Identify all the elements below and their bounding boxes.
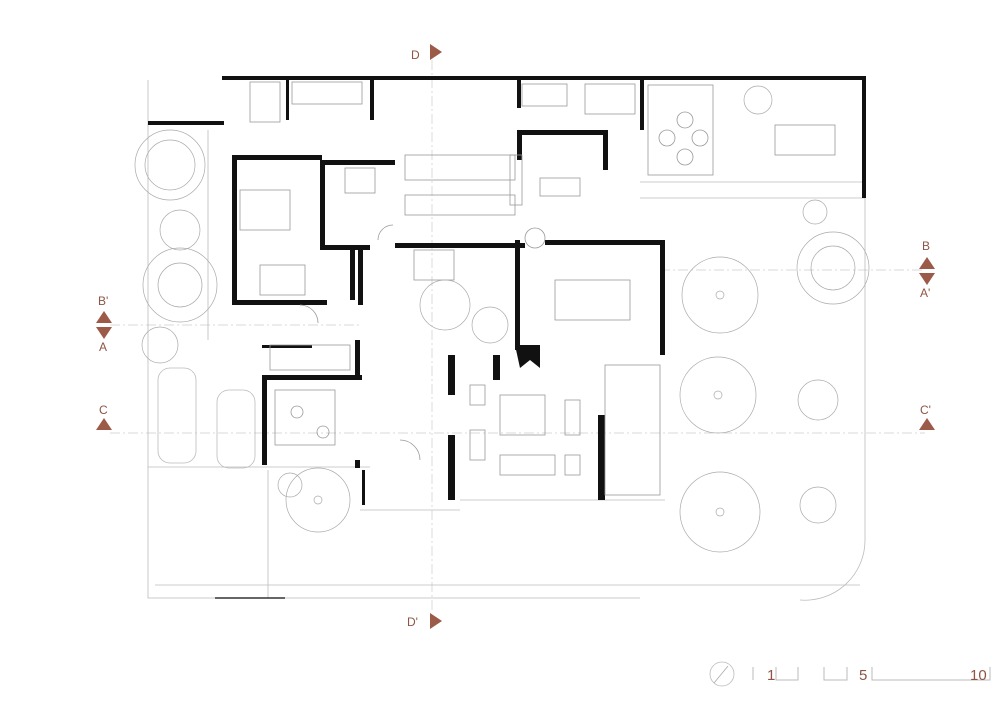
section-axes	[110, 60, 925, 612]
trees	[134, 85, 870, 553]
section-arrow-icon	[96, 418, 112, 430]
site-boundary	[147, 80, 866, 601]
section-marker-d-bottom: D'	[407, 613, 442, 629]
section-arrow-icon	[919, 418, 935, 430]
scale-label-10: 10	[970, 667, 987, 684]
section-arrow-icon	[919, 273, 935, 285]
section-arrow-icon	[96, 327, 112, 339]
north-arrow-icon	[709, 661, 735, 687]
parked-cars	[157, 367, 256, 469]
section-label: B	[922, 239, 930, 253]
scale-label-5: 5	[859, 667, 867, 684]
section-arrow-icon	[430, 44, 442, 60]
section-label: D	[411, 48, 420, 62]
section-arrow-icon	[96, 311, 112, 323]
section-arrow-icon	[430, 613, 442, 629]
scale-bar: 1 5 10	[752, 667, 991, 684]
section-marker-b-right: B A'	[919, 239, 935, 300]
section-marker-b-left: B' A	[96, 294, 112, 354]
section-label: C'	[920, 403, 931, 417]
section-arrow-icon	[919, 257, 935, 269]
scale-label-1: 1	[767, 667, 775, 684]
section-label: C	[99, 403, 108, 417]
walls	[148, 76, 866, 505]
section-label: A	[99, 340, 107, 354]
section-label: D'	[407, 615, 418, 629]
section-marker-c-left: C	[96, 403, 112, 430]
section-marker-d-top: D	[411, 44, 442, 62]
fixtures	[239, 81, 836, 496]
section-label: B'	[98, 294, 108, 308]
section-marker-c-right: C'	[919, 403, 935, 430]
section-label: A'	[920, 286, 930, 300]
